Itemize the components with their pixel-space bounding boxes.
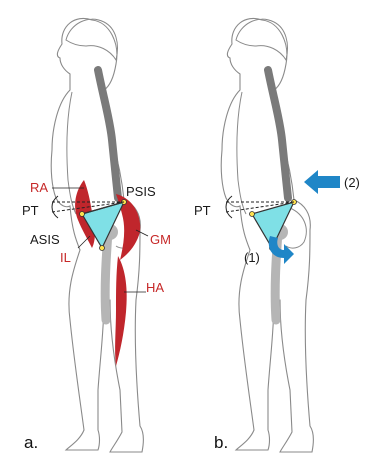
gluteal-outline-b [286, 208, 306, 248]
ischium-point [100, 246, 105, 251]
hair-a [66, 19, 118, 60]
label-asis: ASIS [30, 232, 60, 247]
panel-b: PT (1) (2) b. [194, 18, 360, 452]
label-ra: RA [30, 180, 48, 195]
label-arrow-1: (1) [244, 250, 260, 265]
label-il: IL [60, 250, 71, 265]
femur-a [105, 232, 108, 320]
asis-point [80, 212, 85, 217]
spine-b [268, 70, 288, 198]
label-psis: PSIS [126, 184, 156, 199]
arrow-2-icon [304, 170, 340, 194]
spine-a [98, 70, 118, 198]
il-leader [78, 236, 90, 248]
arm-a [67, 92, 76, 214]
label-arrow-2: (2) [344, 175, 360, 190]
label-gm: GM [150, 232, 171, 247]
caption-b: b. [214, 433, 228, 452]
caption-a: a. [24, 433, 38, 452]
label-pt-a: PT [22, 203, 39, 218]
hair-b [236, 19, 288, 60]
hamstring-muscle [115, 256, 127, 366]
label-pt-b: PT [194, 203, 211, 218]
asis-point-b [250, 212, 255, 217]
panel-a: RA PSIS PT ASIS IL GM HA a. [22, 18, 171, 452]
arm-b [237, 92, 246, 214]
label-ha: HA [146, 280, 164, 295]
